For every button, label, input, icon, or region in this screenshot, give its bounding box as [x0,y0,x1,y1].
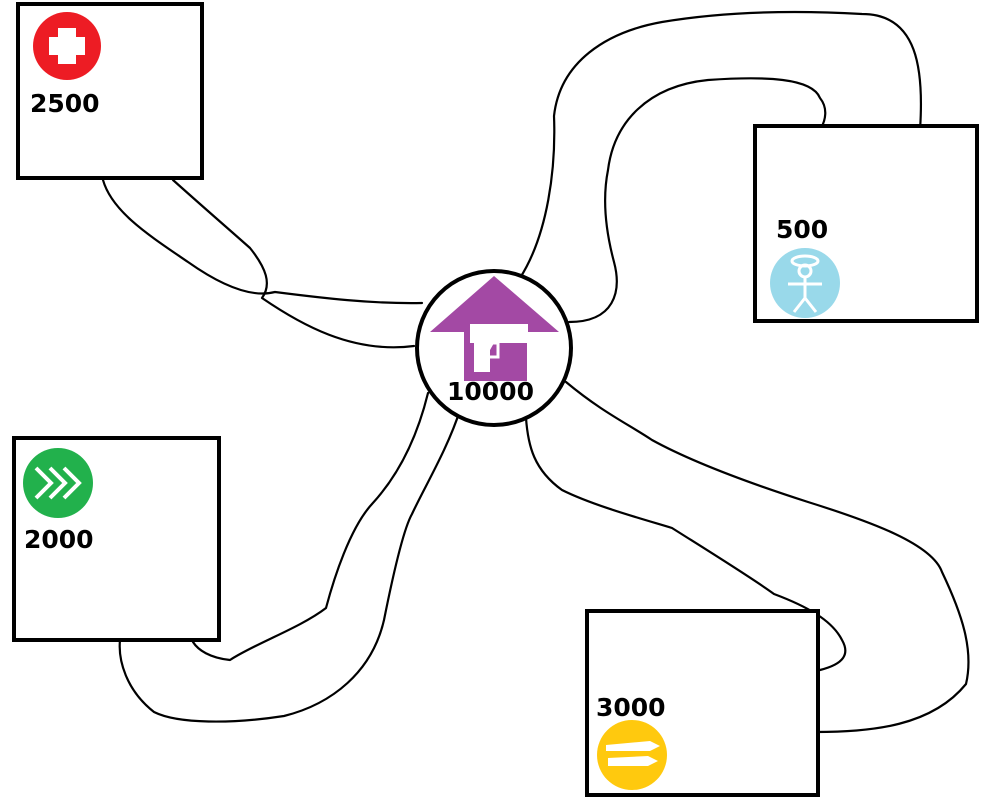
hub-value: 10000 [447,377,534,406]
speed-value: 2000 [24,525,94,554]
node-speed[interactable]: 2000 [12,436,221,642]
node-ammo[interactable]: 3000 [585,609,820,797]
red-cross-icon [33,12,101,80]
angel-stick-figure-icon [770,248,840,318]
ammo-value: 3000 [596,693,666,722]
hub-node[interactable]: 10000 [415,269,573,427]
node-spirit[interactable]: 500 [753,124,979,323]
triple-chevron-icon [23,448,93,518]
spirit-value: 500 [776,215,828,244]
house-with-gun-icon [430,276,559,381]
node-health[interactable]: 2500 [16,2,204,180]
corridor-to-ammo [524,380,970,734]
health-value: 2500 [30,89,100,118]
bullets-icon [597,720,667,790]
corridor-to-spirit [518,10,923,324]
corridor-to-health [101,178,424,349]
